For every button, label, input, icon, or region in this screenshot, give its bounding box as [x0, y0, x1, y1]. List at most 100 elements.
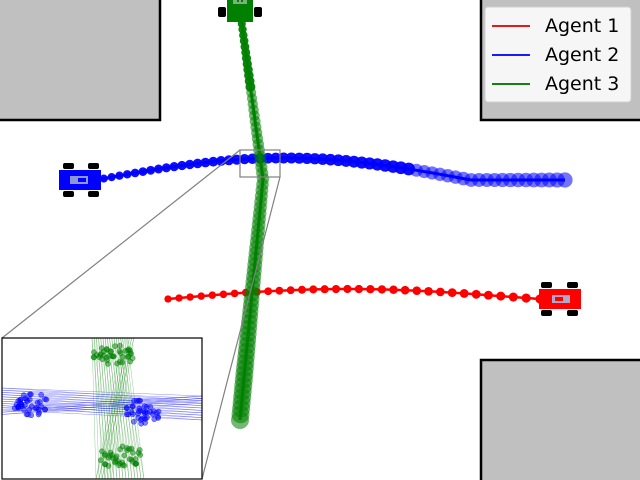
inset-point-agent2 — [26, 391, 33, 398]
trajectory-point-agent2 — [154, 164, 164, 174]
inset-line-agent2 — [2, 394, 202, 409]
trajectory-point-agent2 — [239, 154, 250, 165]
inset-line-agent2 — [2, 396, 202, 411]
trajectory-point-agent2 — [223, 155, 234, 166]
legend: Agent 1 Agent 2 Agent 3 — [484, 6, 632, 103]
trajectory-point-agent1 — [230, 289, 239, 298]
trajectory-point-agent2 — [161, 163, 171, 173]
inset-line-agent2 — [2, 409, 202, 421]
trajectory-point-agent1 — [508, 292, 518, 302]
trajectory-point-agent1 — [186, 293, 194, 301]
trajectory-point-agent1 — [354, 284, 364, 294]
inset-point-agent2 — [137, 397, 143, 404]
trajectory-point-agent2 — [270, 152, 282, 164]
trajectory-point-agent2 — [123, 170, 132, 179]
inset-point-agent3 — [129, 355, 136, 362]
trajectory-point-agent2 — [293, 152, 305, 164]
trajectory-point-agent1 — [366, 285, 375, 294]
inset-point-agent3 — [137, 452, 144, 458]
trajectory-point-agent2 — [130, 168, 140, 178]
inset-point-agent2 — [123, 405, 130, 411]
inset-point-agent2 — [129, 403, 136, 410]
inset-point-agent2 — [42, 396, 48, 402]
trajectory-point-agent1 — [412, 286, 422, 295]
legend-label-agent1: Agent 1 — [545, 15, 619, 37]
inset-line-agent3 — [122, 338, 139, 479]
inset-line-agent2 — [2, 389, 202, 399]
inset-line-agent3 — [96, 338, 103, 479]
inset-line-agent2 — [2, 392, 202, 406]
trajectory-point-agent3 — [231, 411, 249, 429]
inset-point-agent2 — [129, 411, 136, 417]
trajectory-point-agent1 — [483, 290, 493, 300]
inset-point-agent3 — [90, 354, 97, 360]
inset-point-agent3 — [126, 456, 133, 463]
inset-line-agent2 — [2, 389, 202, 404]
legend-label-agent2: Agent 2 — [545, 44, 619, 66]
inset-point-agent2 — [42, 406, 49, 413]
inset-point-agent2 — [22, 402, 28, 408]
legend-label-agent3: Agent 3 — [545, 73, 619, 95]
legend-entry-agent3: Agent 3 — [492, 73, 619, 95]
inset-point-agent3 — [103, 354, 110, 361]
inset-line-agent2 — [2, 392, 202, 402]
inset-line-agent2 — [2, 398, 202, 415]
trajectory-point-agent1 — [400, 285, 410, 295]
inset-point-agent2 — [131, 418, 137, 425]
trajectory-point-agent2 — [169, 162, 179, 172]
trajectory-point-agent1 — [208, 291, 217, 299]
inset-point-agent3 — [114, 360, 120, 367]
trajectory-point-agent1 — [331, 284, 341, 294]
trajectory-point-agent2 — [107, 173, 116, 182]
trajectory-point-agent1 — [297, 285, 306, 294]
trajectory-point-agent2 — [146, 165, 156, 175]
trajectory-point-agent2 — [557, 172, 573, 188]
inset-point-agent2 — [32, 405, 39, 412]
inset-point-agent3 — [125, 347, 131, 354]
trajectory-point-agent1 — [424, 286, 433, 296]
inset-point-agent2 — [136, 405, 143, 412]
trajectory-point-agent2 — [278, 152, 290, 164]
inset-point-agent3 — [105, 463, 112, 469]
inset-point-agent3 — [117, 350, 124, 356]
inset-point-agent3 — [108, 348, 114, 355]
trajectory-point-agent1 — [219, 290, 228, 299]
inset-line-agent3 — [111, 338, 124, 479]
inset-line-agent2 — [2, 403, 202, 414]
trajectory-point-agent1 — [320, 285, 329, 294]
zoom-connector-left — [1, 149, 241, 339]
inset-point-agent3 — [91, 349, 97, 356]
agent1-car-icon — [539, 282, 581, 316]
inset-point-agent2 — [131, 397, 137, 404]
trajectory-agent3 — [231, 14, 270, 429]
inset-point-agent2 — [153, 410, 160, 416]
trajectory-point-agent2 — [138, 167, 148, 176]
inset-point-agent3 — [97, 457, 104, 464]
trajectory-point-agent1 — [389, 285, 398, 295]
inset-point-agent2 — [36, 409, 42, 416]
inset-point-agent2 — [26, 396, 33, 403]
inset-line-agent3 — [91, 338, 97, 479]
trajectory-point-agent1 — [435, 287, 445, 297]
zoom-source-box — [239, 149, 281, 178]
inset-point-agent3 — [109, 353, 115, 359]
inset-point-agent2 — [25, 411, 31, 418]
trajectory-point-agent2 — [285, 152, 297, 164]
obstacle-bottom-right — [479, 358, 640, 480]
inset-point-agent2 — [144, 414, 150, 421]
inset-point-agent2 — [37, 399, 43, 405]
trajectory-point-agent1 — [309, 285, 318, 294]
trajectory-point-agent1 — [264, 287, 273, 296]
zoom-inset-frame — [1, 337, 203, 480]
inset-point-agent3 — [117, 342, 123, 349]
zoom-connector-right — [201, 176, 281, 480]
legend-entry-agent2: Agent 2 — [492, 44, 619, 66]
trajectory-point-agent1 — [447, 288, 457, 298]
inset-point-agent3 — [96, 354, 103, 360]
trajectory-point-agent2 — [208, 156, 219, 167]
legend-box — [484, 6, 632, 103]
inset-line-agent2 — [2, 396, 202, 406]
trajectory-point-agent2 — [177, 160, 187, 171]
legend-entry-agent1: Agent 1 — [492, 15, 619, 37]
